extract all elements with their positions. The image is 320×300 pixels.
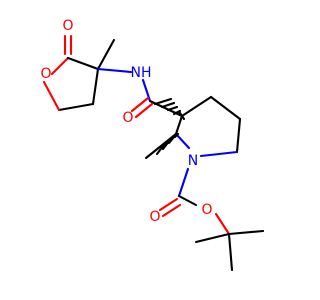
molecule-canvas: O O NH O N O O xyxy=(40,18,265,272)
hash-line xyxy=(172,109,182,116)
amide-carbonyl-oxygen-label: O xyxy=(122,110,133,126)
bond-amide-carbonyl-a xyxy=(130,96,150,113)
bond-lactone-o-c2 xyxy=(50,56,70,76)
carbamate-carbonyl-oxygen-label: O xyxy=(149,209,160,225)
bond-tbu-methyl-2 xyxy=(227,232,234,272)
lactone-ring xyxy=(42,34,133,112)
bond-piperidine-c6-n xyxy=(199,150,239,158)
bond-lactone-c3-c4 xyxy=(91,67,100,106)
bond-piperidine-c2-c3 xyxy=(174,114,184,136)
lactone-ring-oxygen-label: O xyxy=(40,66,51,82)
hash-line xyxy=(167,135,176,145)
bond-quaternary-methyl xyxy=(96,38,116,71)
bond-lactone-c4-c5 xyxy=(57,102,95,112)
hash-line xyxy=(153,97,173,106)
bond-carbamate-to-ester-o xyxy=(177,194,198,207)
carbamate-ester-oxygen-label: O xyxy=(201,202,212,218)
bond-n-to-carbamate xyxy=(177,167,190,198)
bond-piperidine-c4-c5 xyxy=(209,95,242,121)
bond-tbu-methyl-3 xyxy=(194,232,231,244)
bond-piperidine-methyl xyxy=(144,132,178,160)
amide-nitrogen-label: NH xyxy=(131,65,152,81)
bond-piperidine-c3-c4 xyxy=(180,95,213,118)
hash-line xyxy=(166,105,179,112)
amide-linker xyxy=(130,78,184,119)
bond-carbamate-carbonyl-b xyxy=(161,203,182,218)
bond-quaternary-to-nh xyxy=(96,67,133,74)
hash-line xyxy=(155,140,168,156)
bond-lactone-c2-c3 xyxy=(66,56,100,71)
bond-tbu-methyl-1 xyxy=(227,229,265,236)
atom-labels: O O NH O N O O xyxy=(40,18,212,225)
hash-line xyxy=(161,138,172,151)
boc-group xyxy=(158,167,265,272)
bond-piperidine-n-c2 xyxy=(174,132,191,150)
molecule-structure: O O NH O N O O xyxy=(40,18,265,272)
stereo-hash-c2 xyxy=(155,132,180,156)
stereo-hash-c3 xyxy=(153,97,186,121)
bond-amide-carbonyl-b xyxy=(134,102,154,119)
piperidine-nitrogen-label: N xyxy=(188,153,198,169)
hash-line xyxy=(173,132,180,139)
bond-carbamate-carbonyl-a xyxy=(158,197,179,212)
hash-line xyxy=(178,111,186,121)
hash-line xyxy=(160,101,176,109)
piperidine-ring xyxy=(144,95,242,160)
lactone-carbonyl-oxygen-label: O xyxy=(62,18,73,34)
bond-lactone-c5-o xyxy=(42,80,61,112)
bond-piperidine-c5-c6 xyxy=(235,117,242,154)
bond-ester-o-to-tbu xyxy=(214,212,231,236)
